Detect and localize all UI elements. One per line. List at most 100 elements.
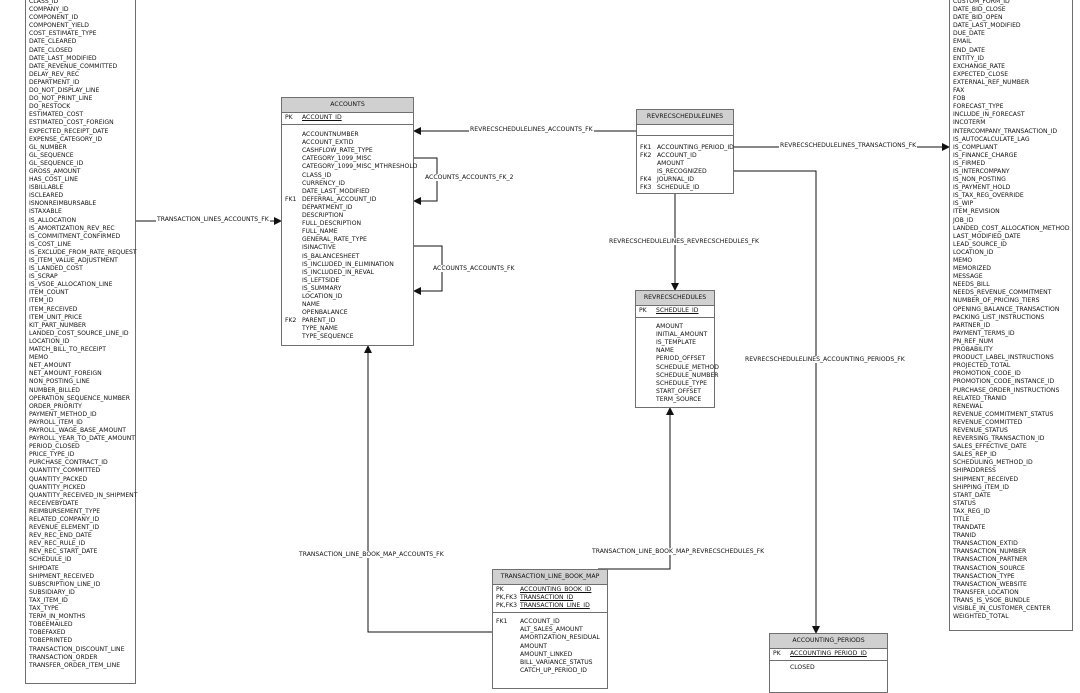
transaction-lines-column: IS_EXCLUDE_FROM_RATE_REQUEST xyxy=(29,248,137,256)
accounts-pk-section: PK ACCOUNT_ID xyxy=(282,113,413,126)
transaction-line-book-map-key xyxy=(496,634,518,642)
transactions-column: PRODUCT_LABEL_INSTRUCTIONS xyxy=(953,354,1054,362)
accounts-key xyxy=(285,180,300,188)
transaction-lines-column: DO_NOT_DISPLAY_LINE xyxy=(29,87,100,95)
transactions-column: SCHEDULING_METHOD_ID xyxy=(953,459,1033,467)
revrecschedules-column: START_OFFSET xyxy=(656,387,701,395)
accounts-pk-column: ACCOUNT_ID xyxy=(302,114,342,121)
transaction-lines-column: ITEM_ID xyxy=(29,297,54,305)
accounting-periods-pk-key: PK xyxy=(773,650,781,657)
accounts-key: FK1 xyxy=(285,195,297,203)
table-accounting-periods[interactable]: ACCOUNTING_PERIODS PK ACCOUNTING_PERIOD_… xyxy=(769,633,888,693)
accounts-column: TYPE_NAME xyxy=(302,325,338,333)
transaction-lines-column: ORDER_PRIORITY xyxy=(29,402,82,410)
transactions-column: DATE_BID_OPEN xyxy=(953,14,1003,22)
transaction-lines-column: TOBEEMAILED xyxy=(29,621,73,629)
transactions-column: TRANDATE xyxy=(953,524,986,532)
accounting-periods-columns-section: CLOSED xyxy=(770,661,887,672)
transaction-lines-column: NET_AMOUNT_FOREIGN xyxy=(29,370,102,378)
accounts-column: CATEGORY_1099_MISC xyxy=(302,155,372,163)
revrecschedules-keys xyxy=(636,323,654,404)
revrecschedulelines-key: FK4 xyxy=(640,176,652,184)
transaction-line-book-map-column: BILL_VARIANCE_STATUS xyxy=(520,658,593,666)
transactions-column: REVERSING_TRANSACTION_ID xyxy=(953,435,1045,443)
revrecschedules-key xyxy=(639,323,654,331)
transactions-column: STATUS xyxy=(953,499,976,507)
transaction-lines-column: DELAY_REV_REC xyxy=(29,70,80,78)
table-accounts[interactable]: ACCOUNTS PK ACCOUNT_ID FK1 FK2 ACCOUNTNU… xyxy=(281,97,417,346)
transaction-lines-column: DO_RESTOCK xyxy=(29,103,71,111)
accounts-key xyxy=(285,236,300,244)
transaction-lines-column: TRANSFER_ORDER_ITEM_LINE xyxy=(29,661,121,669)
transaction-lines-column: PAYROLL_WAGE_BASE_AMOUNT xyxy=(29,426,127,434)
accounting-periods-pk-column: ACCOUNTING_PERIOD_ID xyxy=(790,650,867,657)
transactions-column: VISIBLE_IN_CUSTOMER_CENTER xyxy=(953,605,1051,613)
revrecschedulelines-column: ACCOUNTING_PERIOD_ID xyxy=(657,144,734,151)
line-book-map-revrecschedules xyxy=(598,407,674,570)
transactions-column: IS_COMPLIANT xyxy=(953,143,998,151)
revrecschedules-column: SCHEDULE_NUMBER xyxy=(656,371,719,379)
transactions-column: EXPECTED_CLOSE xyxy=(953,70,1009,78)
line-book-map-accounts xyxy=(364,345,492,633)
transaction-line-book-map-column: AMOUNT xyxy=(520,642,547,650)
transaction-lines-column: DATE_REVENUE_COMMITTED xyxy=(29,62,118,70)
transaction-lines-column: REIMBURSEMENT_TYPE xyxy=(29,507,101,515)
transaction-lines-column: GL_SEQUENCE_ID xyxy=(29,159,84,167)
transactions-column: WEIGHTED_TOTAL xyxy=(953,613,1009,621)
accounts-key xyxy=(285,155,300,163)
transactions-column: PROMOTION_CODE_ID xyxy=(953,370,1021,378)
accounts-column: DEPARTMENT_ID xyxy=(302,203,353,211)
transactions-column: IS_INTERCOMPANY xyxy=(953,167,1010,175)
transactions-column: MEMORIZED xyxy=(953,265,991,273)
transactions-column: IS_FINANCE_CHARGE xyxy=(953,151,1018,159)
transaction-line-book-map-pk-key: PK,FK3 xyxy=(496,602,517,610)
transactions-column: TRANSFER_LOCATION xyxy=(953,588,1019,596)
transactions-column: JOB_ID xyxy=(953,216,974,224)
transaction-lines-column: SHIPMENT_RECEIVED xyxy=(29,572,95,580)
transaction-lines-column: DATE_CLEARED xyxy=(29,38,77,46)
transaction-lines-column: TOBEPRINTED xyxy=(29,637,73,645)
transactions-column: IS_NON_POSTING xyxy=(953,176,1006,184)
transaction-lines-column: IS_COST_LINE xyxy=(29,240,72,248)
transaction-lines-column: QUANTITY_PICKED xyxy=(29,483,86,491)
transaction-lines-column: ISCLEARED xyxy=(29,192,64,200)
transactions-column: MESSAGE xyxy=(953,273,983,281)
accounts-column: ACCOUNTNUMBER xyxy=(302,131,359,139)
accounts-key xyxy=(285,253,300,261)
transaction-lines-column: TAX_TYPE xyxy=(29,605,59,613)
revrecschedules-key xyxy=(639,355,654,363)
transaction-lines-column: COST_ESTIMATE_TYPE xyxy=(29,30,97,38)
revrecschedules-pk-column: SCHEDULE_ID xyxy=(656,307,699,314)
transaction-lines-column: IS_AMORTIZATION_REV_REC xyxy=(29,224,115,232)
revrecschedules-column: SCHEDULE_METHOD xyxy=(656,363,719,371)
transaction-lines-column: IS_VSOE_ALLOCATION_LINE xyxy=(29,281,113,289)
accounts-column: IS_INCLUDED_IN_ELIMINATION xyxy=(302,260,394,268)
transactions-column: IS_PAYMENT_HOLD xyxy=(953,184,1011,192)
transaction-lines-column: COMPANY_ID xyxy=(29,6,69,14)
transactions-column: REVENUE_COMMITMENT_STATUS xyxy=(953,410,1054,418)
transactions-column: INCOTERM xyxy=(953,119,986,127)
transaction-lines-column: TOBEFAXED xyxy=(29,629,66,637)
accounts-pk-key: PK xyxy=(285,114,293,121)
transaction-lines-column: EXPENSE_CATEGORY_ID xyxy=(29,135,103,143)
transaction-lines-column: NON_POSTING_LINE xyxy=(29,378,90,386)
transactions-column: INCLUDE_IN_FORECAST xyxy=(953,111,1025,119)
revrecschedulelines-key: FK1 xyxy=(640,144,652,151)
accounts-key xyxy=(285,220,300,228)
transaction-lines-column: SHIPDATE xyxy=(29,564,59,572)
transaction-lines-column: REVENUE_ELEMENT_ID xyxy=(29,524,100,532)
transactions-column: RENEWAL xyxy=(953,402,983,410)
revrecschedulelines-key xyxy=(640,160,655,168)
transaction-lines-column: IS_LANDED_COST xyxy=(29,265,83,273)
accounts-key xyxy=(285,293,300,301)
transaction-lines-column: HAS_COST_LINE xyxy=(29,176,78,184)
accounts-column: IS_INCLUDED_IN_REVAL xyxy=(302,268,374,276)
accounts-column: TYPE_SEQUENCE xyxy=(302,333,354,341)
